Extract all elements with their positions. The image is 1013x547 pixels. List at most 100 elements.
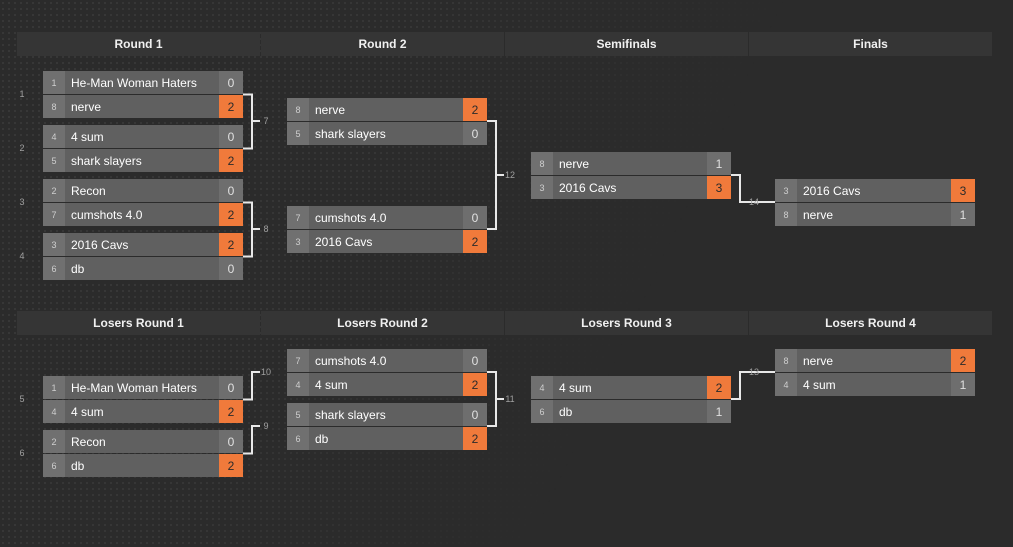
team-score: 2 [219, 233, 243, 256]
match-number: 2 [19, 143, 25, 153]
header-round-1: Round 1 [17, 32, 260, 56]
team-name: He-Man Woman Haters [71, 380, 197, 395]
team-score: 3 [707, 176, 731, 199]
team-row[interactable]: 5 shark slayers 2 [43, 149, 243, 172]
team-score: 2 [219, 454, 243, 477]
team-name: 2016 Cavs [71, 237, 129, 252]
team-name: cumshots 4.0 [71, 207, 143, 222]
team-score: 1 [707, 152, 731, 175]
match-number: 1 [19, 89, 25, 99]
team-row[interactable]: 3 2016 Cavs 2 [43, 233, 243, 256]
team-seed: 5 [287, 122, 309, 145]
team-seed: 7 [43, 203, 65, 226]
team-seed: 8 [531, 152, 553, 175]
team-score: 0 [219, 257, 243, 280]
team-score: 0 [463, 349, 487, 372]
team-score: 3 [951, 179, 975, 202]
connector-l1 [243, 371, 260, 401]
match-number: 7 [263, 116, 269, 126]
team-name: db [315, 431, 329, 446]
team-seed: 4 [531, 376, 553, 399]
match-number: 3 [19, 197, 25, 207]
team-name: 4 sum [315, 377, 348, 392]
header-losers-round-4: Losers Round 4 [749, 311, 992, 335]
team-row[interactable]: 7 cumshots 4.0 2 [43, 203, 243, 226]
team-seed: 3 [43, 233, 65, 256]
team-score: 2 [219, 203, 243, 226]
header-semifinals: Semifinals [505, 32, 748, 56]
team-seed: 1 [43, 376, 65, 399]
team-seed: 4 [775, 373, 797, 396]
match-number: 5 [19, 394, 25, 404]
team-score: 0 [219, 376, 243, 399]
match-number: 9 [263, 421, 269, 431]
team-score: 0 [463, 403, 487, 426]
team-seed: 3 [775, 179, 797, 202]
team-name: nerve [315, 102, 346, 117]
team-seed: 6 [43, 454, 65, 477]
team-score: 2 [219, 400, 243, 423]
match-number: 13 [748, 367, 759, 377]
team-score: 1 [707, 400, 731, 423]
team-name: nerve [71, 99, 102, 114]
header-losers-round-3: Losers Round 3 [505, 311, 748, 335]
team-seed: 7 [287, 349, 309, 372]
connector-l2 [487, 371, 504, 427]
team-score: 2 [219, 149, 243, 172]
connector-l3 [731, 371, 775, 400]
team-seed: 8 [287, 98, 309, 121]
team-seed: 5 [43, 149, 65, 172]
team-row[interactable]: 1 He-Man Woman Haters 0 [43, 376, 243, 399]
team-score: 0 [463, 122, 487, 145]
team-seed: 2 [43, 430, 65, 453]
team-name: shark slayers [71, 153, 142, 168]
match-number: 12 [504, 170, 515, 180]
team-seed: 1 [43, 71, 65, 94]
team-score: 0 [463, 206, 487, 229]
team-name: cumshots 4.0 [315, 353, 387, 368]
connector-sf [731, 174, 775, 203]
team-name: db [71, 261, 85, 276]
team-name: nerve [803, 353, 834, 368]
team-row[interactable]: 7 cumshots 4.0 0 [287, 349, 487, 372]
header-finals: Finals [749, 32, 992, 56]
connector-r1-b [243, 201, 260, 258]
